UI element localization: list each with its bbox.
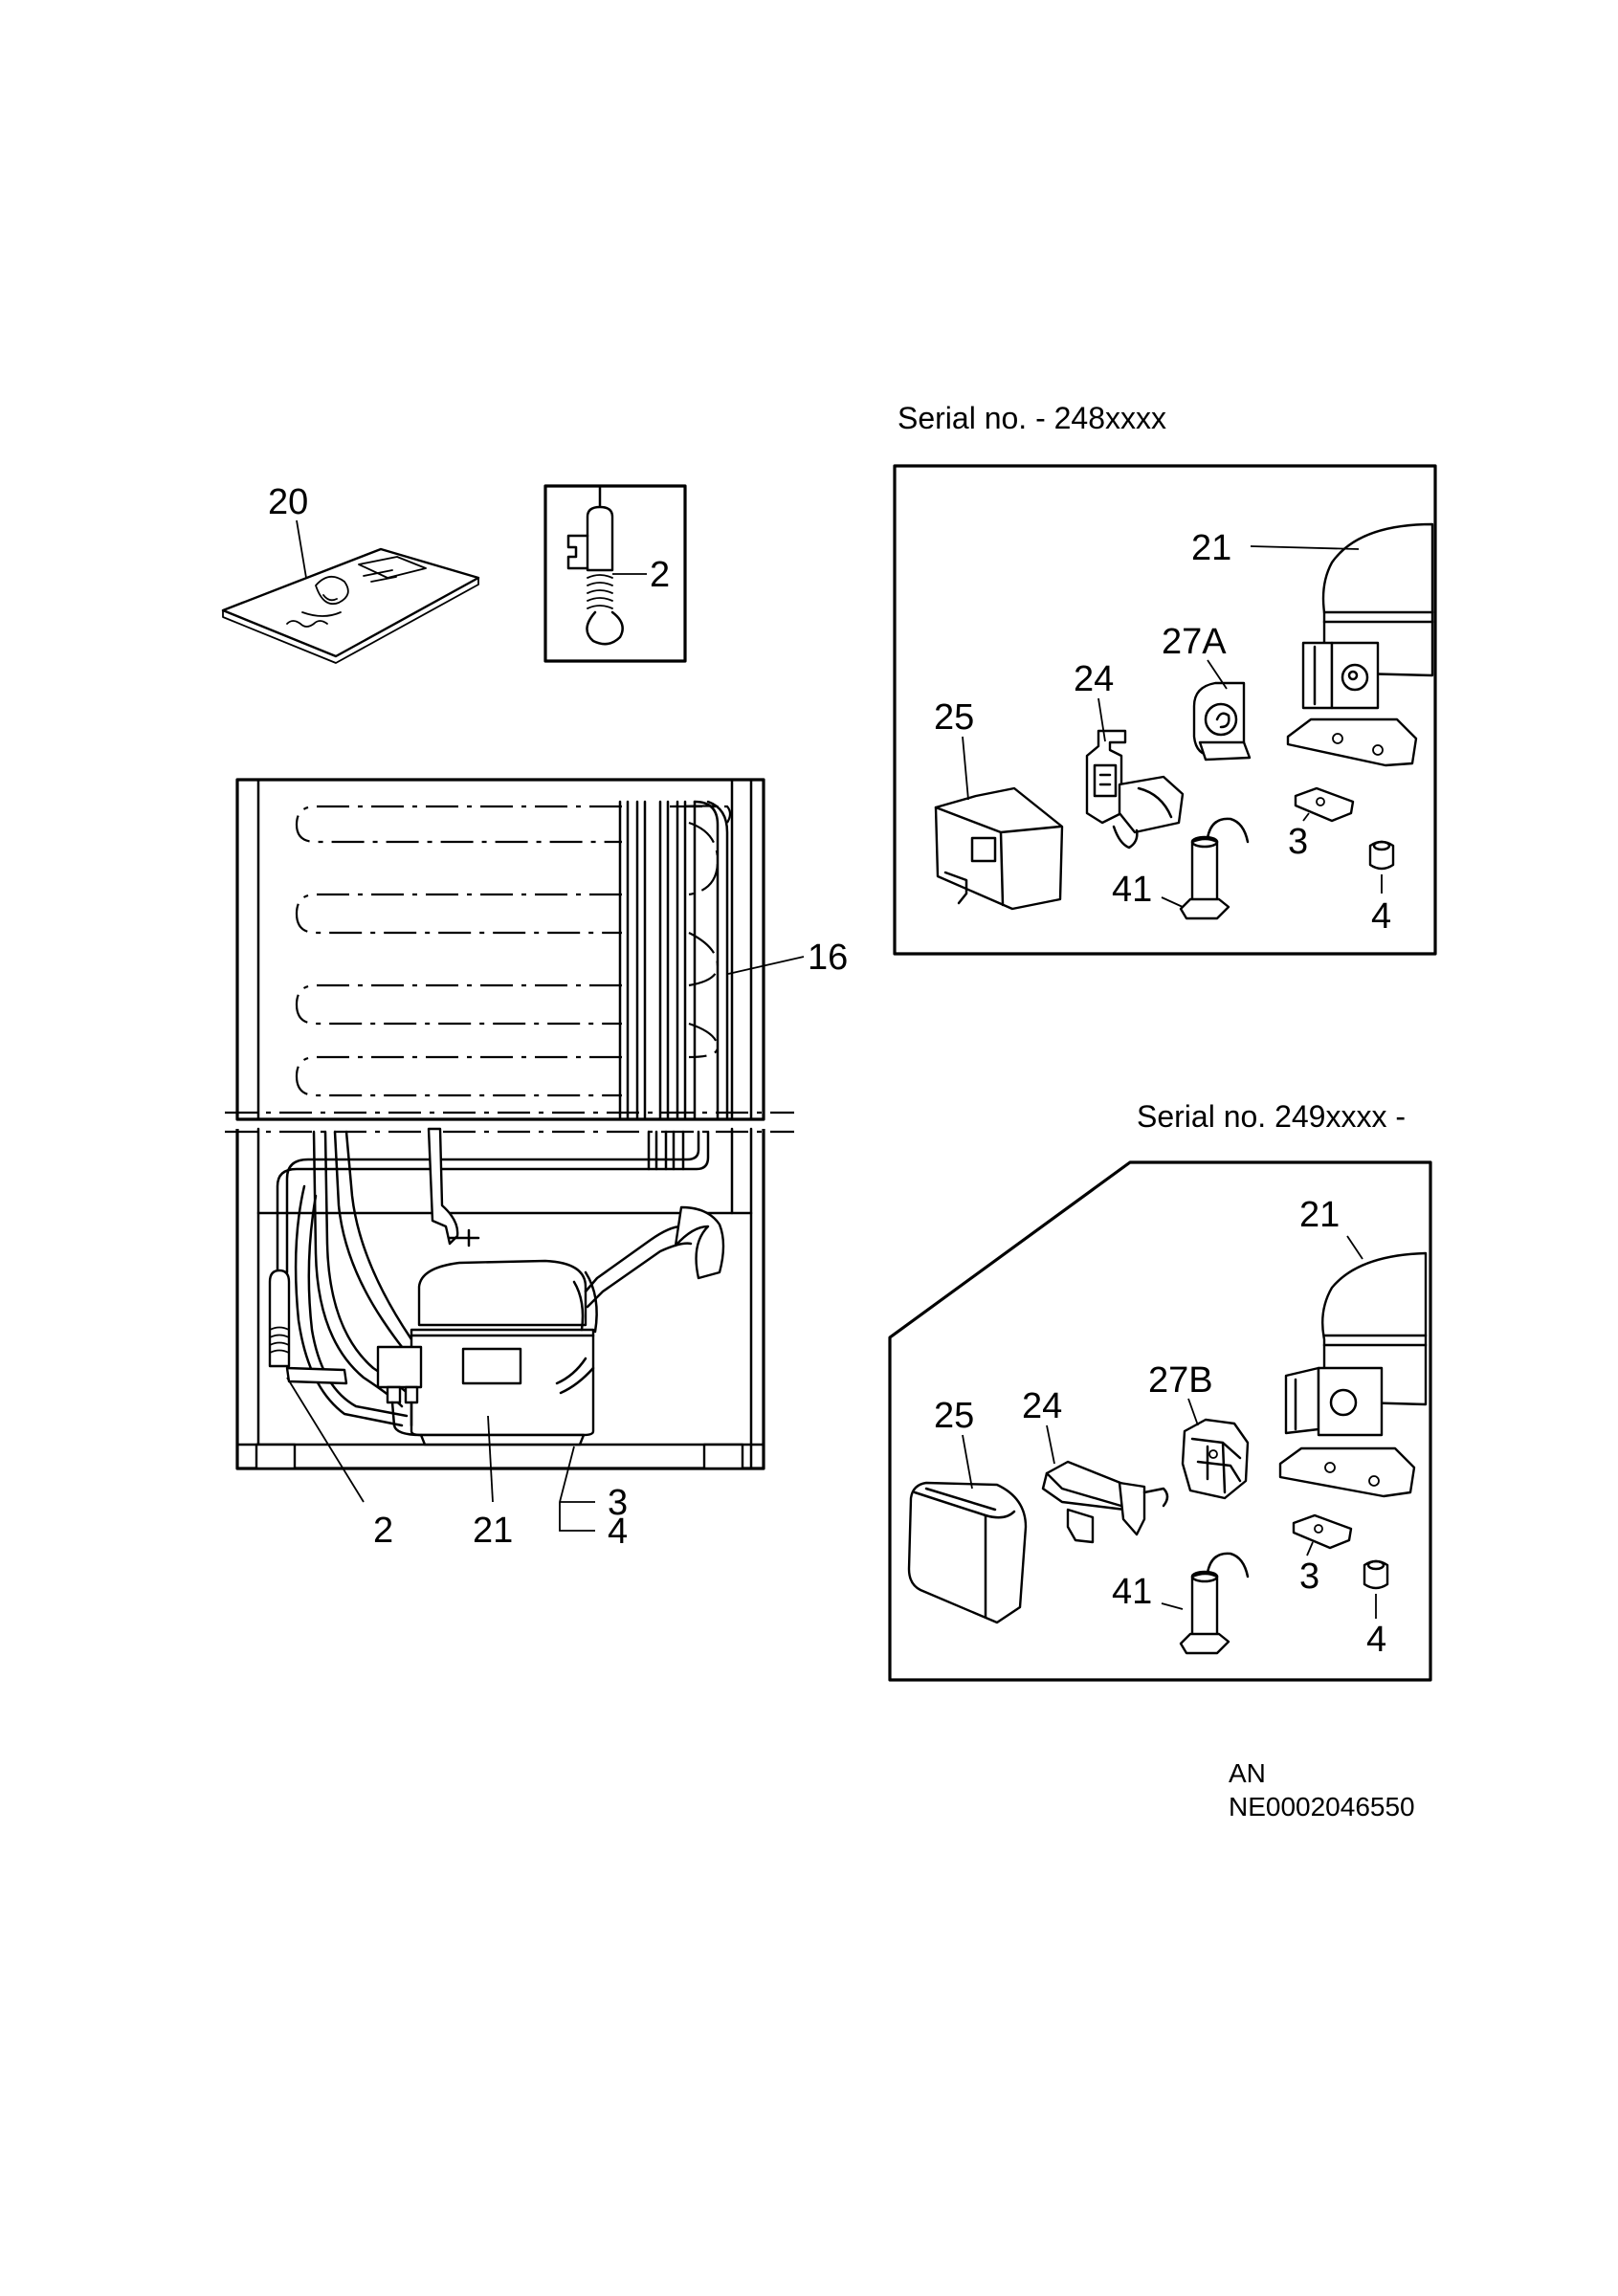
drawing-code-line2: NE0002046550: [1229, 1792, 1415, 1821]
panel-serial-248: Serial no. - 248xxxx 21 27A 24: [893, 401, 1437, 956]
callout-early-compressor: 21: [1191, 528, 1231, 568]
callout-main-4: 4: [608, 1512, 628, 1552]
drawing-code: AN NE0002046550: [1229, 1758, 1415, 1821]
callout-sensor-inset: 2: [650, 555, 670, 595]
sensor-inset: 2: [543, 484, 687, 663]
callout-early-bracket: 24: [1074, 659, 1114, 699]
callout-late-grommet: 4: [1366, 1620, 1386, 1660]
user-manual-illustration: 20: [221, 482, 480, 664]
callout-main-3: 3: [608, 1483, 628, 1523]
drawing-code-line1: AN: [1229, 1758, 1266, 1788]
callout-late-compressor: 21: [1299, 1195, 1340, 1235]
callout-late-capacitor: 41: [1112, 1572, 1152, 1612]
callout-early-clip: 3: [1288, 822, 1308, 862]
callout-main-2: 2: [373, 1511, 393, 1551]
appliance-rear-view: 16 2 21 3 4: [225, 778, 848, 1552]
panel-serial-249: Serial no. 249xxxx - 21 27B 24 25: [888, 1099, 1432, 1682]
callout-early-grommet: 4: [1371, 896, 1391, 937]
callout-main-21: 21: [473, 1511, 513, 1551]
callout-early-relay: 27A: [1162, 622, 1227, 662]
callout-manual: 20: [268, 482, 308, 522]
callout-late-clip: 3: [1299, 1556, 1319, 1597]
callout-late-relay: 27B: [1148, 1360, 1213, 1401]
callout-late-cover: 25: [934, 1396, 974, 1436]
callout-late-bracket: 24: [1022, 1386, 1062, 1426]
callout-early-cover: 25: [934, 697, 974, 738]
serial-label-early: Serial no. - 248xxxx: [898, 401, 1166, 435]
callout-early-capacitor: 41: [1112, 870, 1152, 910]
serial-label-late: Serial no. 249xxxx -: [1137, 1099, 1406, 1134]
callout-condenser: 16: [808, 938, 848, 978]
